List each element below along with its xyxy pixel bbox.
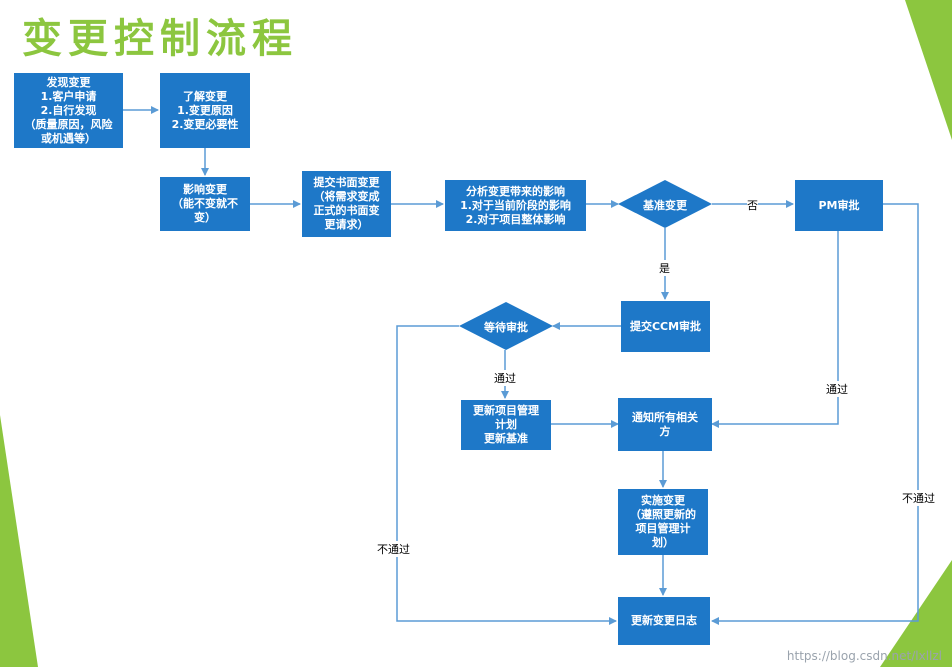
node-line: 更请求） <box>324 218 369 231</box>
node-pm-approval: PM审批 <box>795 180 883 231</box>
node-line: 提交书面变更 <box>313 176 380 189</box>
node-line: 1.客户申请 <box>40 89 97 103</box>
node-line: 划） <box>652 536 674 549</box>
edge-label-no: 否 <box>747 197 758 213</box>
node-line: 更新基准 <box>484 432 528 445</box>
node-line: 2.自行发现 <box>40 103 97 117</box>
node-line: 项目管理计 <box>635 522 691 535</box>
edge-label-yes: 是 <box>659 260 670 276</box>
node-line: 1.对于当前阶段的影响 <box>460 198 571 212</box>
node-line: 2.变更必要性 <box>171 117 239 131</box>
node-impact-change: 影响变更 （能不变就不 变） <box>160 177 250 231</box>
node-line: 正式的书面变 <box>313 204 380 217</box>
decision-wait-approval-label: 等待审批 <box>484 321 528 334</box>
node-line: 更新变更日志 <box>631 614 697 627</box>
node-line: 变） <box>194 211 216 224</box>
watermark: https://blog.csdn.net/lxllzl <box>786 649 942 663</box>
node-understand-change: 了解变更 1.变更原因 2.变更必要性 <box>160 73 250 148</box>
right-green-triangle <box>905 0 952 140</box>
node-line: 发现变更 <box>46 75 91 89</box>
page-title: 变更控制流程 <box>22 16 298 62</box>
node-line: 方 <box>659 424 671 438</box>
edge-label-fail-pm: 不通过 <box>902 490 935 506</box>
left-green-triangle <box>0 415 38 667</box>
node-line: PM审批 <box>818 198 860 212</box>
edge-label-pass-pm: 通过 <box>826 381 848 397</box>
node-line: 或机遇等） <box>41 131 96 145</box>
node-notify-stakeholders: 通知所有相关 方 <box>618 398 712 451</box>
node-line: （遵照更新的 <box>630 508 696 521</box>
node-submit-written-change: 提交书面变更 （将需求变成 正式的书面变 更请求） <box>302 171 391 237</box>
node-implement-change: 实施变更 （遵照更新的 项目管理计 划） <box>618 489 708 555</box>
edge-pm-log-fail <box>711 203 919 625</box>
node-discover-change: 发现变更 1.客户申请 2.自行发现 （质量原因，风险 或机遇等） <box>14 73 123 148</box>
node-submit-ccm: 提交CCM审批 <box>621 301 710 352</box>
node-update-change-log: 更新变更日志 <box>618 597 710 645</box>
node-line: 更新项目管理 <box>473 404 539 417</box>
right-green-triangle-lower <box>880 560 952 667</box>
diamond-baseline <box>618 180 712 228</box>
node-update-plan: 更新项目管理 计划 更新基准 <box>461 400 551 450</box>
node-line: （质量原因，风险 <box>24 117 113 131</box>
edge-label-fail-wait: 不通过 <box>377 541 410 557</box>
node-line: 了解变更 <box>183 89 227 103</box>
node-line: 1.变更原因 <box>177 103 233 117</box>
node-analyze-impact: 分析变更带来的影响 1.对于当前阶段的影响 2.对于项目整体影响 <box>445 180 586 231</box>
edge-pm-notify-pass <box>711 231 839 428</box>
node-line: 计划 <box>495 418 517 431</box>
edge-label-pass-wait: 通过 <box>494 370 516 386</box>
decision-baseline-label: 基准变更 <box>643 199 687 212</box>
node-line: （将需求变成 <box>313 190 380 203</box>
node-line: 实施变更 <box>641 494 685 507</box>
node-line: 分析变更带来的影响 <box>466 184 565 198</box>
edge-wait-log-fail <box>396 325 617 625</box>
node-line: 通知所有相关 <box>632 410 698 424</box>
node-line: 影响变更 <box>183 183 227 196</box>
node-line: 2.对于项目整体影响 <box>465 212 566 226</box>
node-line: （能不变就不 <box>172 197 238 210</box>
diamond-wait-approval <box>459 302 553 350</box>
node-line: 提交CCM审批 <box>629 319 702 333</box>
